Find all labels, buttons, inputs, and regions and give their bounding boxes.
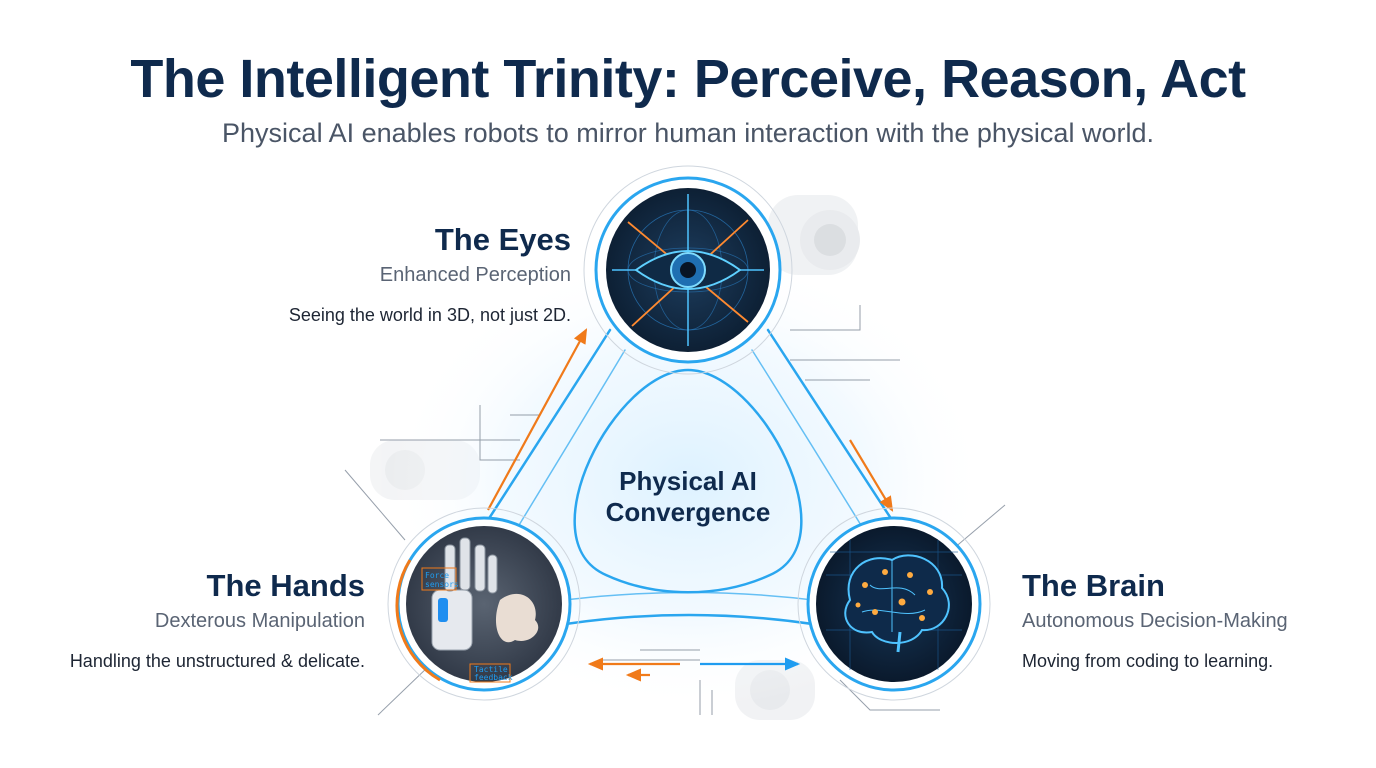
center-label: Physical AI Convergence xyxy=(578,466,798,528)
brain-title: The Brain xyxy=(1022,568,1362,604)
eyes-text-block: The Eyes Enhanced Perception Seeing the … xyxy=(151,222,571,326)
hands-subtitle: Dexterous Manipulation xyxy=(25,610,365,633)
hands-title: The Hands xyxy=(25,568,365,604)
eyes-description: Seeing the world in 3D, not just 2D. xyxy=(151,305,571,326)
eyes-subtitle: Enhanced Perception xyxy=(151,264,571,287)
svg-text:feedback: feedback xyxy=(474,673,513,682)
eyes-title: The Eyes xyxy=(151,222,571,258)
hands-text-block: The Hands Dexterous Manipulation Handlin… xyxy=(25,568,365,672)
force-sensors-label: Force xyxy=(425,571,449,580)
brain-subtitle: Autonomous Decision-Making xyxy=(1022,610,1362,633)
brain-text-block: The Brain Autonomous Decision-Making Mov… xyxy=(1022,568,1362,672)
brain-description: Moving from coding to learning. xyxy=(1022,651,1362,672)
hands-description: Handling the unstructured & delicate. xyxy=(25,651,365,672)
svg-text:sensors: sensors xyxy=(425,580,459,589)
